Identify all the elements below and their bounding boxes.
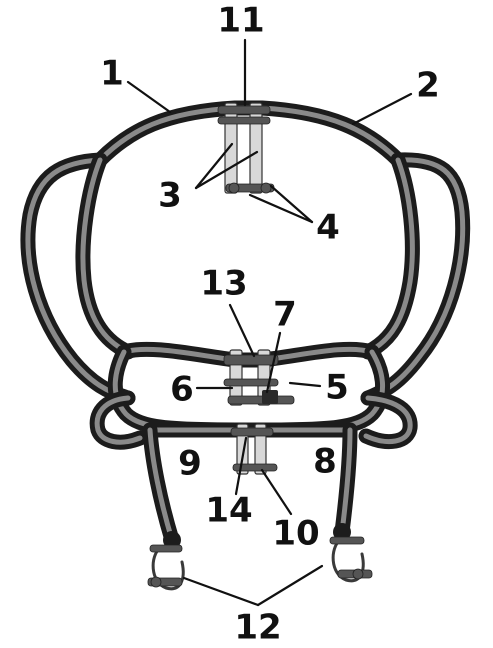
lower-clamp-bolt-upper xyxy=(230,427,274,437)
top-clamp-assembly xyxy=(217,102,275,194)
top-clamp-bolt-middle xyxy=(217,116,271,125)
top-clamp-plate-left xyxy=(224,102,238,194)
inner-right-loop-tube-highlight xyxy=(365,157,415,355)
top-clamp-plate-right xyxy=(249,102,263,194)
leader-lines xyxy=(126,38,413,607)
leader-3b xyxy=(194,150,259,190)
leader-14 xyxy=(234,436,248,496)
right-leg-cap xyxy=(333,523,351,541)
leader-5 xyxy=(288,381,322,388)
callout-8: 8 xyxy=(313,442,337,482)
lower-clamp-plate-right xyxy=(254,423,267,475)
leader-7 xyxy=(265,331,282,394)
lower-clamp-plate-left xyxy=(236,423,249,475)
leader-13 xyxy=(228,303,256,358)
leader-4a xyxy=(248,193,314,224)
callout-labels: 1 2 3 4 5 6 7 8 9 10 11 12 13 14 xyxy=(100,1,440,648)
middle-clamp-bolt-center xyxy=(223,378,279,387)
left-leg-cap xyxy=(163,531,181,549)
callout-14: 14 xyxy=(205,491,252,531)
callout-6: 6 xyxy=(170,370,194,410)
callout-7: 7 xyxy=(273,295,297,335)
top-clamp-bolt-upper xyxy=(217,105,271,115)
callout-5: 5 xyxy=(325,368,349,408)
callout-9: 9 xyxy=(178,444,202,484)
frame-tubes xyxy=(20,100,471,549)
upper-right-loop-tube-highlight xyxy=(365,157,466,401)
lower-clamp-bolt-lower xyxy=(232,463,278,472)
callout-11: 11 xyxy=(217,1,264,41)
leader-10 xyxy=(260,468,293,516)
leader-4b xyxy=(269,184,314,224)
right-bumper-tube-highlight xyxy=(363,395,413,445)
top-arch-tube xyxy=(92,100,406,168)
middle-clamp-bolt-lower xyxy=(227,395,295,405)
right-leg-tube-highlight xyxy=(339,427,353,535)
callout-4: 4 xyxy=(316,208,340,248)
leader-1 xyxy=(126,80,172,114)
top-clamp-nut-right xyxy=(260,182,272,194)
middle-clamp-assembly xyxy=(223,349,295,406)
middle-clamp-spacer xyxy=(262,390,278,404)
callout-10: 10 xyxy=(272,514,319,554)
callout-2: 2 xyxy=(416,66,440,106)
right-shackle xyxy=(329,536,373,583)
leader-12a xyxy=(182,576,260,607)
top-clamp-nut-left xyxy=(228,182,240,194)
inner-left-loop-tube-highlight xyxy=(80,157,131,355)
lower-clamp-assembly xyxy=(230,423,278,475)
leader-3a xyxy=(194,142,234,190)
callout-12: 12 xyxy=(234,608,281,648)
callout-1: 1 xyxy=(100,54,124,94)
upper-left-loop-tube-highlight xyxy=(25,157,131,401)
left-bumper-tube-highlight xyxy=(94,395,143,445)
middle-clamp-bolt-upper xyxy=(223,354,279,366)
left-shackle xyxy=(147,544,185,591)
left-leg-tube-highlight xyxy=(147,427,175,543)
leader-2 xyxy=(351,92,413,126)
leader-12b xyxy=(256,564,324,607)
callout-3: 3 xyxy=(158,176,182,216)
callout-13: 13 xyxy=(200,264,247,304)
